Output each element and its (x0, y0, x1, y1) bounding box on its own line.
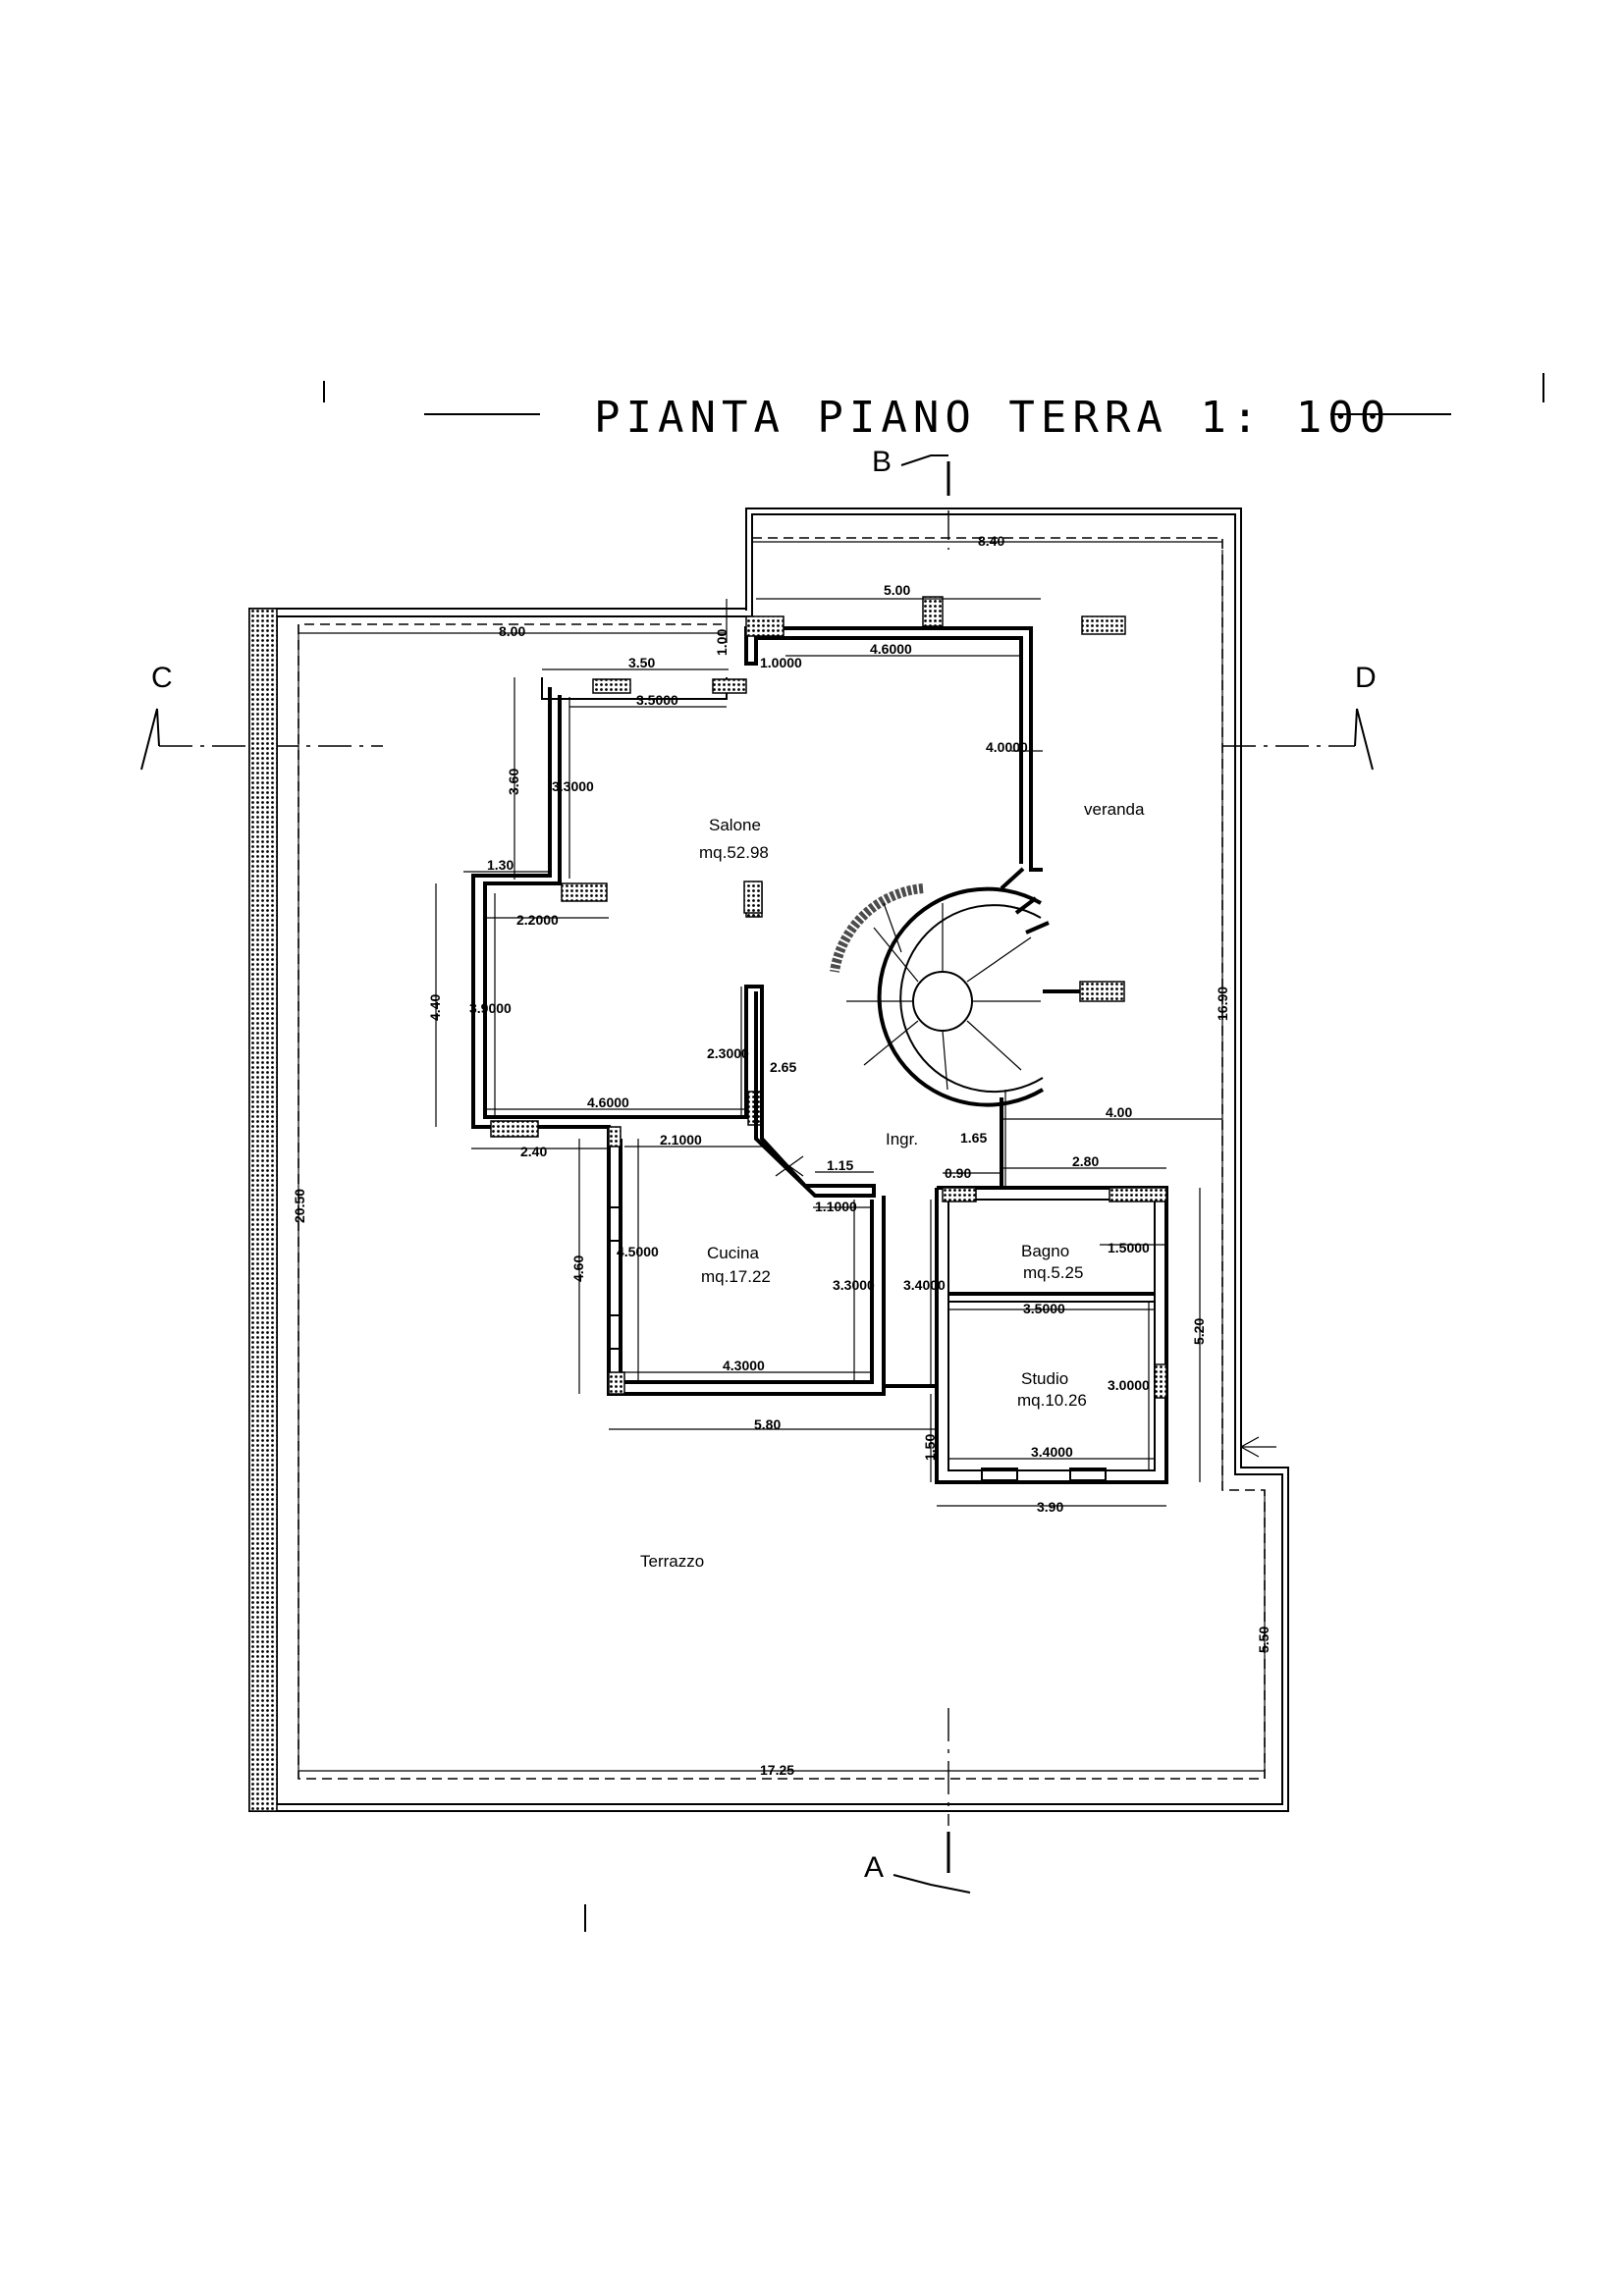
veranda-label: veranda (1084, 800, 1145, 819)
svg-text:1.50: 1.50 (922, 1434, 938, 1461)
bagno-studio-walls (935, 1097, 1168, 1484)
svg-text:4.6000: 4.6000 (870, 641, 912, 657)
svg-text:5.50: 5.50 (1256, 1627, 1271, 1653)
svg-text:5.80: 5.80 (754, 1416, 781, 1432)
svg-text:B: B (872, 446, 892, 478)
terrazzo-outline (248, 507, 1289, 1812)
svg-text:4.0000: 4.0000 (986, 739, 1028, 755)
svg-text:2.65: 2.65 (770, 1059, 796, 1075)
cucina-area: mq.17.22 (701, 1267, 771, 1286)
ingresso-walls (754, 987, 876, 1198)
svg-text:4.60: 4.60 (570, 1255, 586, 1282)
ingresso-label: Ingr. (886, 1130, 918, 1148)
svg-text:1.15: 1.15 (827, 1157, 853, 1173)
svg-text:3.60: 3.60 (506, 769, 521, 795)
svg-text:1.00: 1.00 (714, 629, 730, 656)
svg-text:3.4000: 3.4000 (1031, 1444, 1073, 1460)
section-marker-b: B (872, 446, 950, 550)
svg-text:3.0000: 3.0000 (1108, 1377, 1150, 1393)
svg-text:2.2000: 2.2000 (516, 912, 559, 928)
bagno-label: Bagno (1021, 1242, 1069, 1260)
salone-area: mq.52.98 (699, 843, 769, 862)
svg-text:2.3000: 2.3000 (707, 1045, 749, 1061)
spiral-staircase (830, 867, 1125, 1107)
bagno-area: mq.5.25 (1023, 1263, 1083, 1282)
title-block: PIANTA PIANO TERRA 1: 100 (323, 373, 1544, 443)
svg-text:1.0000: 1.0000 (760, 655, 802, 670)
svg-text:3.5000: 3.5000 (636, 692, 678, 708)
svg-text:20.50: 20.50 (292, 1189, 307, 1223)
terrazzo-label: Terrazzo (640, 1552, 704, 1571)
svg-text:1.1000: 1.1000 (815, 1199, 857, 1214)
svg-text:D: D (1355, 662, 1377, 694)
svg-text:1.5000: 1.5000 (1108, 1240, 1150, 1255)
dimension-lines (298, 541, 1276, 1779)
svg-text:3.50: 3.50 (628, 655, 655, 670)
svg-text:4.3000: 4.3000 (723, 1358, 765, 1373)
svg-text:3.5000: 3.5000 (1023, 1301, 1065, 1316)
svg-text:2.40: 2.40 (520, 1144, 547, 1159)
svg-text:A: A (864, 1851, 884, 1884)
svg-text:3.3000: 3.3000 (552, 778, 594, 794)
svg-text:5.00: 5.00 (884, 582, 910, 598)
cucina-walls (607, 1126, 935, 1396)
svg-text:3.4000: 3.4000 (903, 1277, 946, 1293)
room-labels: Salone mq.52.98 veranda Cucina mq.17.22 … (640, 800, 1145, 1571)
svg-text:1.65: 1.65 (960, 1130, 987, 1146)
svg-text:2.80: 2.80 (1072, 1153, 1099, 1169)
studio-label: Studio (1021, 1369, 1068, 1388)
svg-text:8.00: 8.00 (499, 623, 525, 639)
section-marker-d: D (1222, 662, 1377, 771)
studio-area: mq.10.26 (1017, 1391, 1087, 1410)
cucina-label: Cucina (707, 1244, 759, 1262)
svg-text:3.9000: 3.9000 (469, 1000, 512, 1016)
svg-text:2.1000: 2.1000 (660, 1132, 702, 1148)
svg-text:1.30: 1.30 (487, 857, 514, 873)
salone-walls (471, 596, 1126, 1138)
svg-text:16.90: 16.90 (1215, 987, 1230, 1021)
svg-text:4.6000: 4.6000 (587, 1095, 629, 1110)
svg-text:4.5000: 4.5000 (617, 1244, 659, 1259)
svg-text:4.00: 4.00 (1106, 1104, 1132, 1120)
svg-text:8.40: 8.40 (978, 533, 1004, 549)
svg-text:3.90: 3.90 (1037, 1499, 1063, 1515)
plan-title: PIANTA PIANO TERRA 1: 100 (594, 393, 1391, 443)
svg-text:0.90: 0.90 (945, 1165, 971, 1181)
svg-text:5.20: 5.20 (1191, 1318, 1207, 1345)
svg-text:4.40: 4.40 (427, 994, 443, 1021)
svg-text:3.3000: 3.3000 (833, 1277, 875, 1293)
salone-label: Salone (709, 816, 761, 834)
svg-text:17.25: 17.25 (760, 1762, 794, 1778)
section-marker-a: A (584, 1708, 971, 1932)
svg-text:C: C (151, 662, 173, 694)
dimension-labels: 8.40 5.00 8.00 1.00 1.0000 3.50 3.5000 4… (292, 533, 1271, 1778)
